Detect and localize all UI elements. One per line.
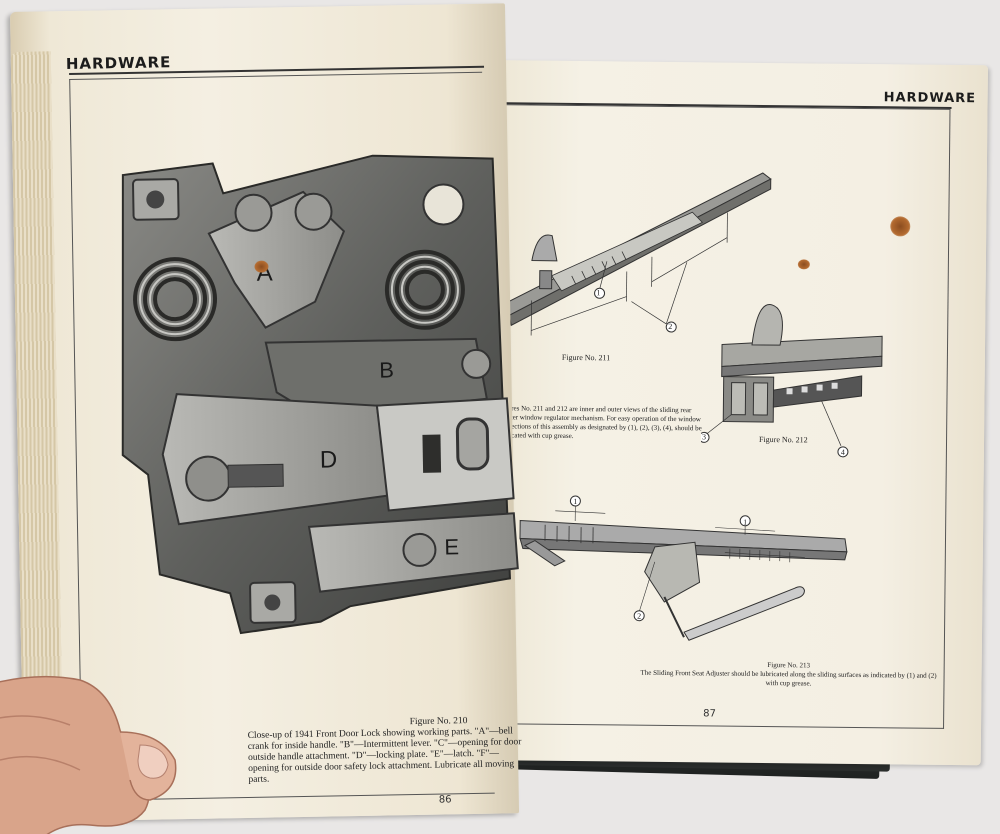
right-page: HARDWARE	[472, 60, 988, 766]
callout-213-1a: 1	[573, 497, 578, 507]
callout-213-1b: 1	[743, 517, 748, 527]
part-label-d: D	[319, 446, 338, 474]
figure-210-caption: Figure No. 210 Close-up of 1941 Front Do…	[247, 715, 528, 786]
callout-212-4: 4	[840, 447, 845, 457]
right-page-number: 87	[703, 708, 716, 720]
left-page-number: 86	[438, 794, 452, 806]
figure-213-caption-text: The Sliding Front Seat Adjuster should b…	[640, 668, 937, 688]
figure-210-caption-text: Close-up of 1941 Front Door Lock showing…	[247, 726, 522, 785]
stain	[890, 216, 911, 237]
hand	[0, 650, 210, 834]
door-lock-photo	[113, 148, 522, 655]
callout-211-2: 2	[668, 321, 673, 332]
figure-212-illustration	[698, 294, 903, 476]
figure-213-caption: Figure No. 213 The Sliding Front Seat Ad…	[638, 660, 938, 690]
figure-213-illustration	[514, 490, 876, 644]
part-label-e: E	[444, 534, 460, 560]
stain	[797, 259, 810, 270]
figures-211-212-text: Figures No. 211 and 212 are inner and ou…	[498, 404, 702, 440]
figure-211-illustration	[491, 150, 793, 353]
callout-211-1: 1	[596, 288, 601, 298]
right-page-header: HARDWARE	[883, 90, 977, 107]
callout-213-2: 2	[637, 611, 642, 621]
figure-212-label: Figure No. 212	[758, 434, 808, 445]
figure-211-label: Figure No. 211	[561, 352, 611, 363]
part-label-b: B	[379, 357, 395, 383]
left-page-header: HARDWARE	[65, 53, 172, 74]
left-page: HARDWARE	[10, 3, 522, 822]
